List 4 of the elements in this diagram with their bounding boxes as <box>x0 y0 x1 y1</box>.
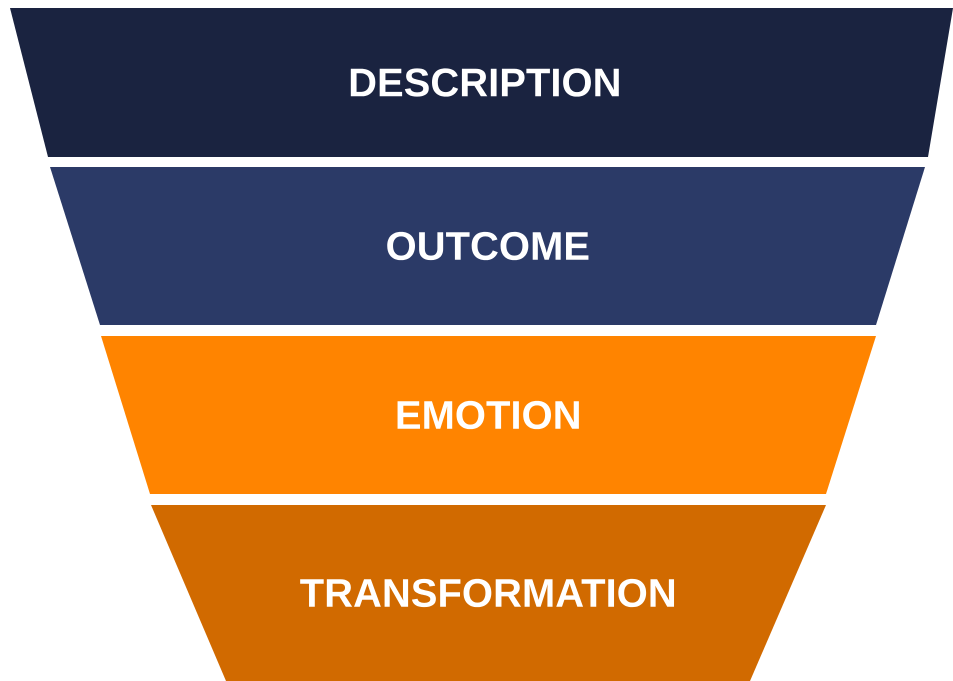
funnel-band: DESCRIPTION <box>10 8 953 157</box>
funnel-band: EMOTION <box>101 336 876 494</box>
funnel-band: OUTCOME <box>50 167 925 325</box>
funnel-band: TRANSFORMATION <box>151 505 826 681</box>
